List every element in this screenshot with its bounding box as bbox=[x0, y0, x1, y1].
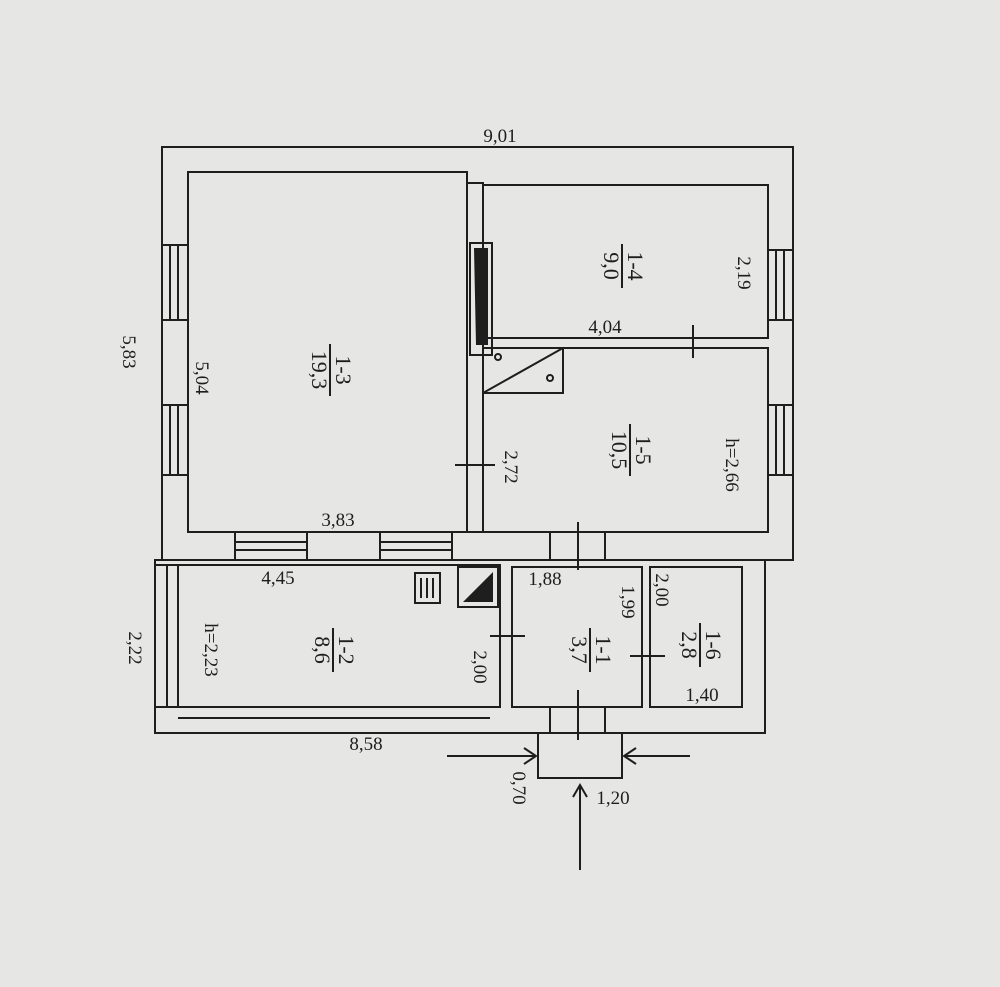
window bbox=[234, 531, 308, 561]
window bbox=[767, 404, 794, 476]
svg-text:1-2: 1-2 bbox=[334, 635, 359, 664]
entrance-arrows bbox=[447, 747, 690, 870]
dim-room14-width: 4,04 bbox=[588, 317, 622, 338]
dim-room12-ceiling: h=2,23 bbox=[200, 623, 221, 676]
dim-room16-width: 1,40 bbox=[685, 685, 718, 706]
upper-outer-wall bbox=[161, 146, 794, 561]
window bbox=[379, 531, 453, 561]
svg-text:1-4: 1-4 bbox=[623, 251, 648, 280]
dim-room11-width: 1,88 bbox=[528, 569, 561, 590]
dim-room15-door: 2,72 bbox=[500, 450, 521, 483]
dimension-labels: 9,01 5,83 5,04 3,83 2,19 4,04 2,72 h=2,6… bbox=[118, 126, 754, 809]
svg-text:9,0: 9,0 bbox=[599, 252, 624, 280]
svg-text:1-1: 1-1 bbox=[591, 635, 616, 664]
dim-room12-door: 2,00 bbox=[469, 650, 490, 683]
svg-text:1-3: 1-3 bbox=[331, 355, 356, 384]
dim-room13-height: 5,04 bbox=[191, 361, 212, 395]
dim-room12-width: 4,45 bbox=[261, 568, 294, 589]
room-label-1-2: 1-2 8,6 bbox=[310, 628, 359, 672]
window bbox=[767, 249, 794, 321]
dim-room15-ceiling: h=2,66 bbox=[721, 438, 742, 491]
window bbox=[161, 244, 189, 321]
dim-top-overall: 9,01 bbox=[483, 126, 516, 147]
svg-text:19,3: 19,3 bbox=[307, 351, 332, 390]
room-label-1-5: 1-5 10,5 bbox=[607, 424, 656, 476]
doors bbox=[455, 325, 694, 740]
dim-room16-height: 2,00 bbox=[651, 573, 672, 606]
dim-porch-depth: 0,70 bbox=[508, 771, 529, 804]
porch bbox=[537, 732, 623, 779]
room-label-1-3: 1-3 19,3 bbox=[307, 344, 356, 396]
radiator-icon bbox=[414, 572, 441, 604]
svg-text:1-6: 1-6 bbox=[701, 630, 726, 659]
dim-room14-height: 2,19 bbox=[733, 256, 754, 289]
svg-text:8,6: 8,6 bbox=[310, 636, 335, 664]
room-labels: 1-3 19,3 1-4 9,0 1-5 10,5 1-2 8,6 1-1 3,… bbox=[307, 244, 726, 672]
window bbox=[161, 404, 189, 476]
room-label-1-4: 1-4 9,0 bbox=[599, 244, 648, 288]
fixtures bbox=[414, 242, 564, 608]
dim-porch-width: 1,20 bbox=[596, 788, 629, 809]
dim-room13-width: 3,83 bbox=[321, 510, 354, 531]
svg-text:10,5: 10,5 bbox=[607, 431, 632, 470]
windows bbox=[154, 244, 794, 719]
dim-left-upper: 5,83 bbox=[118, 335, 139, 368]
boiler-icon bbox=[457, 566, 499, 608]
svg-text:2,8: 2,8 bbox=[677, 631, 702, 659]
heater-icon bbox=[482, 347, 564, 394]
stove-fill bbox=[474, 248, 488, 345]
svg-text:3,7: 3,7 bbox=[567, 636, 592, 664]
partition-wall bbox=[466, 182, 484, 533]
svg-text:1-5: 1-5 bbox=[631, 435, 656, 464]
room-1-6-outline bbox=[649, 566, 743, 708]
stove-icon bbox=[469, 242, 493, 356]
room-label-1-6: 1-6 2,8 bbox=[677, 623, 726, 667]
dim-left-lower: 2,22 bbox=[124, 631, 145, 664]
dim-bottom-overall: 8,58 bbox=[349, 734, 382, 755]
dim-room11-height: 1,99 bbox=[617, 585, 638, 618]
room-label-1-1: 1-1 3,7 bbox=[567, 628, 616, 672]
